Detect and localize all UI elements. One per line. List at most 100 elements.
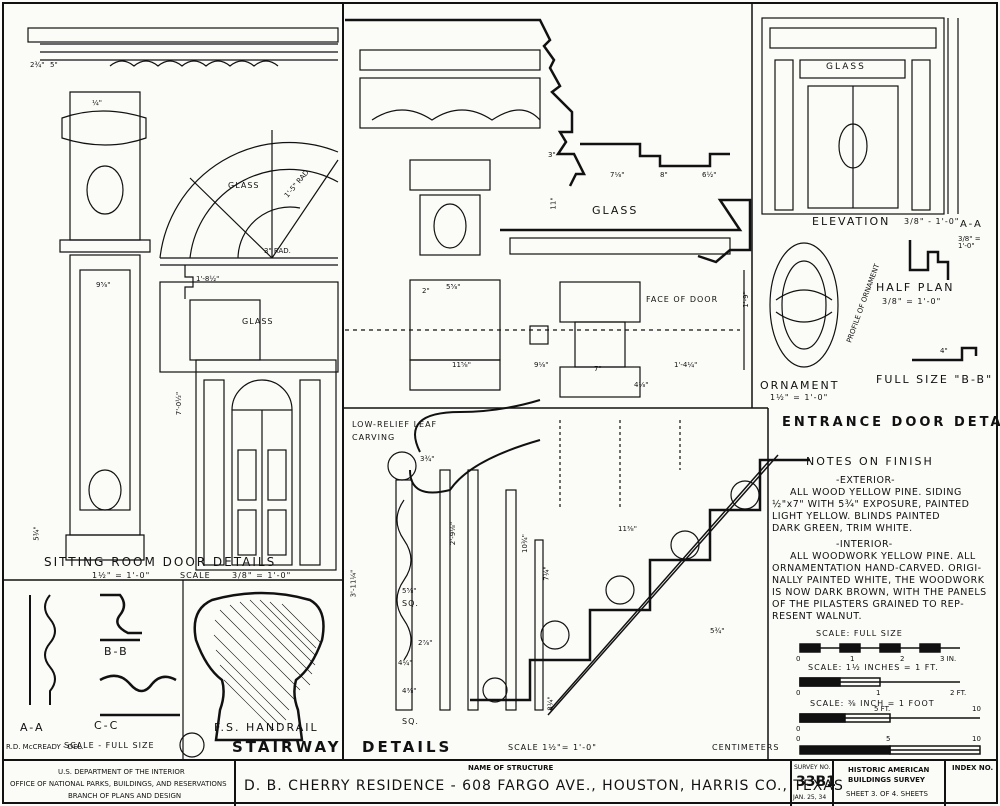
elevation-scale: 3/8" - 1'-0" — [904, 217, 960, 226]
scale-foot-tick: 10 — [972, 705, 981, 713]
sitting-room-scale: 1½" = 1'-0" — [92, 571, 151, 580]
dim-7: 7" — [594, 365, 602, 373]
glass-label-2: GLASS — [242, 317, 274, 326]
dim-4-1-8: 4⅛" — [634, 381, 649, 389]
dim-4: 4" — [940, 347, 948, 355]
dim-5-3-4b: 5¾" — [710, 627, 725, 635]
scale-full-label: SCALE: FULL SIZE — [816, 629, 903, 638]
sq-label-1: SQ. — [402, 599, 419, 608]
dim-8: 8" — [660, 171, 668, 179]
scale-inch-tick: 1 — [876, 689, 881, 697]
scale-full-tick: 1 — [850, 655, 855, 663]
face-of-door-label: FACE OF DOOR — [646, 295, 719, 304]
delineator-signature: R.D. McCREADY - DEL. — [6, 743, 84, 751]
half-plan-scale: 3/8" = 1'-0" — [882, 297, 942, 306]
scale-foot-tick: 0 — [796, 725, 801, 733]
stair-details-title: DETAILS — [362, 738, 453, 756]
dim-11-5-8: 11⅝" — [452, 361, 471, 369]
dim-1-4-1-4: 1'-4¼" — [674, 361, 698, 369]
half-plan-title: HALF PLAN — [876, 281, 955, 294]
habs-cell: HISTORIC AMERICAN BUILDINGS SURVEY SHEET… — [832, 761, 944, 806]
structure-name: D. B. CHERRY RESIDENCE - 608 FARGO AVE.,… — [244, 778, 844, 794]
survey-heading: SURVEY NO. — [794, 764, 831, 771]
survey-cell: SURVEY NO. 33B1 JAN. 25, 34 — [790, 761, 836, 806]
notes-interior-line: ORNAMENTATION HAND-CARVED. ORIGI- — [772, 563, 982, 574]
scale-full-tick: 2 — [900, 655, 905, 663]
title-block: U.S. DEPARTMENT OF THE INTERIOR OFFICE O… — [2, 759, 998, 806]
scale-foot-label: SCALE: ⅜ INCH = 1 FOOT — [810, 699, 935, 708]
notes-exterior-line: DARK GREEN, TRIM WHITE. — [772, 523, 913, 534]
dim-11-3-8: 11⅜" — [618, 525, 637, 533]
agency-line: BRANCH OF PLANS AND DESIGN — [68, 792, 182, 800]
full-size-bb-title: FULL SIZE "B-B" — [876, 373, 994, 386]
notes-exterior-heading: -EXTERIOR- — [836, 475, 896, 486]
notes-heading: NOTES ON FINISH — [806, 455, 934, 468]
scale-inch-tick: 2 FT. — [950, 689, 967, 697]
notes-exterior-line: ½"x7" WITH 5¾" EXPOSURE, PAINTED — [772, 499, 970, 510]
survey-number: 33B1 — [796, 774, 836, 790]
ornament-title: ORNAMENT — [760, 379, 840, 392]
agency-line: OFFICE OF NATIONAL PARKS, BUILDINGS, AND… — [10, 780, 227, 788]
dim-10-3-4: 10¾" — [520, 534, 529, 553]
dim-9-5-8: 9⅝" — [96, 281, 111, 289]
index-heading: INDEX NO. — [952, 764, 994, 772]
rad-label-2: 3" RAD. — [264, 247, 291, 255]
ornament-scale: 1½" = 1'-0" — [770, 393, 829, 402]
dim-9-1-8: 9⅛" — [534, 361, 549, 369]
scale-cm-tick: 0 — [796, 735, 801, 743]
dim-4-1-4: 4¼" — [398, 659, 413, 667]
scale-full-size-label: SCALE - FULL SIZE — [64, 741, 155, 750]
scale-foot-tick: 5 FT. — [874, 705, 891, 713]
aa-section-scale: 3/8" = 1'-0" — [958, 235, 981, 250]
dim-7-0-1-2: 7'-0½" — [175, 391, 184, 416]
dim-1-9: 1'-9" — [741, 291, 750, 308]
dim-5-3-4: 5¾" — [32, 526, 41, 541]
dim-1-4: ¼" — [92, 99, 103, 107]
survey-date: JAN. 25, 34 — [793, 794, 827, 801]
structure-name-heading: NAME OF STRUCTURE — [468, 764, 554, 772]
notes-exterior-line: LIGHT YELLOW. BLINDS PAINTED — [772, 511, 941, 522]
notes-interior-heading: -INTERIOR- — [836, 539, 893, 550]
stairway-title: STAIRWAY — [232, 738, 342, 756]
low-relief-label: LOW-RELIEF LEAF CARVING — [352, 420, 438, 442]
scale-full-tick: 3 IN. — [940, 655, 957, 663]
elevation-glass-label: GLASS — [826, 62, 866, 72]
notes-interior-line: NALLY PAINTED WHITE, THE WOODWORK — [772, 575, 985, 586]
fs-handrail-label: F.S. HANDRAIL — [214, 721, 319, 734]
agency-cell: U.S. DEPARTMENT OF THE INTERIOR OFFICE O… — [2, 761, 234, 806]
dim-4-3-8: 4⅜" — [402, 687, 417, 695]
dim-2-9-1-8: 2'-9⅛" — [449, 521, 458, 546]
sitting-room-title: SITTING ROOM DOOR DETAILS — [44, 555, 277, 569]
agency-line: U.S. DEPARTMENT OF THE INTERIOR — [58, 768, 185, 776]
stair-scale: SCALE 1½"= 1'-0" — [508, 743, 597, 752]
scale-inch-label: SCALE: 1½ INCHES = 1 FT. — [808, 663, 939, 672]
dim-7-1-8: 7⅛" — [610, 171, 625, 179]
dim-5: 5" — [50, 61, 58, 69]
cc-profile-label: C-C — [94, 719, 120, 732]
dim-11: 11" — [549, 197, 558, 210]
dim-3-3-4: 3¾" — [420, 455, 435, 463]
scale-inch-tick: 0 — [796, 689, 801, 697]
sq-label-2: SQ. — [402, 717, 419, 726]
habs-line: HISTORIC AMERICAN — [848, 766, 930, 774]
dim-2-7-8: 2⅞" — [418, 639, 433, 647]
sheet-info: SHEET 3. OF 4. SHEETS — [846, 790, 928, 798]
index-cell: INDEX NO. — [944, 761, 998, 806]
centimeters-label: CENTIMETERS — [712, 743, 780, 752]
dim-2-3-4: 2¾" — [30, 61, 45, 69]
bb-profile-label: B-B — [104, 645, 129, 658]
dim-5-5-8: 5⅝" — [402, 587, 417, 595]
notes-interior-line: OF THE PILASTERS GRAINED TO REP- — [772, 599, 965, 610]
glass-label-3: GLASS — [592, 204, 639, 217]
habs-line: BUILDINGS SURVEY — [848, 776, 925, 784]
aa-profile-label: A-A — [20, 721, 45, 734]
entrance-door-title: ENTRANCE DOOR DETAILS — [782, 415, 1000, 430]
glass-label-1: GLASS — [228, 181, 260, 190]
dim-2: 2" — [422, 287, 430, 295]
dim-8-1-4: 8¼" — [546, 696, 555, 711]
scale-cm-tick: 10 — [972, 735, 981, 743]
elevation-title: ELEVATION — [812, 215, 891, 228]
